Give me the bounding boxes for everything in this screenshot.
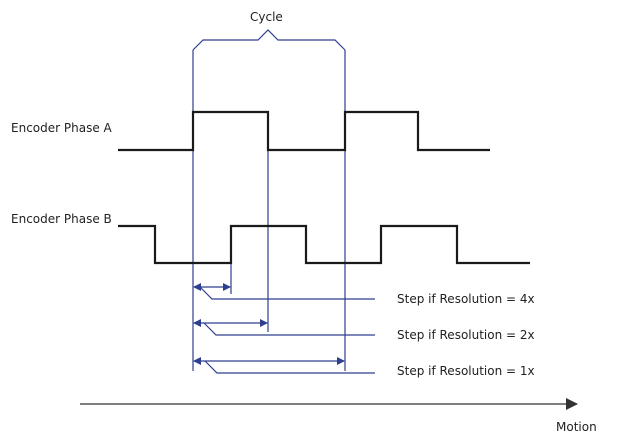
step-1x-leader <box>204 360 375 374</box>
phase-b-waveform <box>118 224 530 265</box>
step-1x-label: Step if Resolution = 1x <box>397 364 535 378</box>
motion-label: Motion <box>556 420 597 434</box>
step-4x-label: Step if Resolution = 4x <box>397 292 535 306</box>
step-2x-label: Step if Resolution = 2x <box>397 328 535 342</box>
phase-b-label: Encoder Phase B <box>11 212 112 226</box>
phase-a-label: Encoder Phase A <box>11 121 112 135</box>
cycle-brace <box>192 29 346 51</box>
phase-a-waveform <box>118 110 490 152</box>
cycle-label: Cycle <box>250 10 283 24</box>
step-2x-leader <box>203 322 375 336</box>
step-4x-leader <box>199 286 375 300</box>
